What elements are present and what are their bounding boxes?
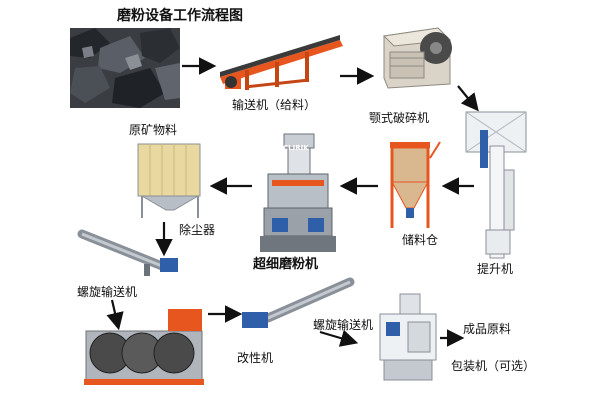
grinding-mill-image xyxy=(260,133,336,252)
storage-bin-image xyxy=(390,141,441,228)
screw-conveyor-1-image xyxy=(77,229,178,276)
bucket-elevator-image xyxy=(465,111,527,259)
conveyor-label: 输送机（给料） xyxy=(232,98,317,112)
dust-collector-image xyxy=(137,143,201,218)
arrow-screw2-to-packing xyxy=(319,329,359,347)
belt-conveyor-image xyxy=(220,35,343,90)
packing-machine-image xyxy=(379,293,437,381)
mill-brand-text: CLIRIK xyxy=(283,144,309,152)
jaw-crusher-label: 颚式破碎机 xyxy=(369,111,430,125)
grinding-mill-label: 超细磨粉机 xyxy=(253,257,319,272)
raw-ore-image xyxy=(70,28,180,108)
arrow-crusher-to-elevator xyxy=(457,85,479,112)
modifier-machine-image xyxy=(84,309,204,385)
finished-product-label: 成品原料 xyxy=(463,322,512,336)
arrow-screw1-to-modifier xyxy=(106,299,124,331)
jaw-crusher-image xyxy=(382,27,452,89)
diagram-title: 磨粉设备工作流程图 xyxy=(117,8,243,24)
raw-material-label: 原矿物料 xyxy=(129,123,178,137)
storage-bin-label: 储料仓 xyxy=(402,233,439,247)
modifier-label: 改性机 xyxy=(237,351,274,365)
dust-collector-label: 除尘器 xyxy=(179,223,216,237)
packing-machine-label: 包装机（可选） xyxy=(451,359,536,373)
elevator-label: 提升机 xyxy=(477,262,514,276)
screw-conveyor-1-label: 螺旋输送机 xyxy=(77,285,138,299)
screw-conveyor-2-label: 螺旋输送机 xyxy=(313,318,374,332)
screw-conveyor-2-image xyxy=(242,277,355,328)
